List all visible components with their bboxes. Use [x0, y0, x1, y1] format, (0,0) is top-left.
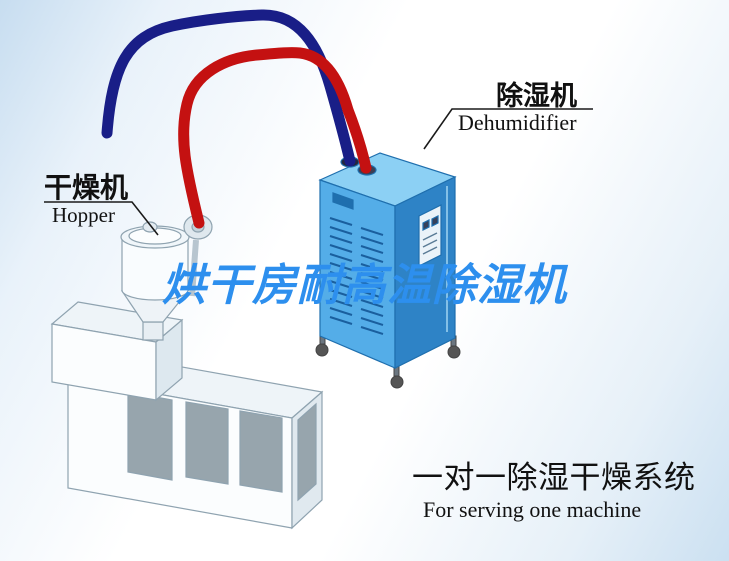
dehumidifier-label-en: Dehumidifier — [458, 110, 577, 135]
dehumidifier-machine — [315, 152, 461, 389]
dryer-label-cn: 干燥机 — [44, 172, 129, 203]
watermark-text: 烘干房耐高温除湿机 — [162, 260, 569, 311]
panel-readout — [422, 232, 438, 255]
cabinet-control-panel — [418, 204, 442, 267]
cabinet-vents — [329, 217, 384, 335]
caption-en: For serving one machine — [423, 497, 642, 522]
hopper-body — [121, 237, 189, 301]
caption-cn: 一对一除湿干燥系统 — [412, 460, 696, 495]
dryer-label-en: Hopper — [52, 203, 115, 227]
hopper — [120, 214, 213, 341]
cabinet-logo — [332, 192, 354, 210]
machine-panel — [297, 402, 317, 502]
hopper-neck-tube — [142, 321, 164, 341]
dehumidifier-pointer-line — [423, 108, 593, 150]
hopper-return-tube — [189, 239, 199, 297]
navy-return-pipe — [101, 9, 356, 167]
machine-panel — [185, 401, 229, 485]
red-supply-pipe — [178, 47, 372, 229]
caster-wheel — [390, 375, 404, 389]
dehumidifier-label-cn: 除湿机 — [496, 81, 577, 111]
caster-wheel — [315, 343, 329, 357]
machine-panel — [239, 410, 283, 493]
dryer-pointer-line — [44, 201, 159, 236]
casters — [315, 333, 461, 389]
machine-panel — [127, 391, 173, 481]
panel-button — [431, 215, 439, 227]
extruder-machine — [50, 301, 324, 530]
caster-wheel — [447, 345, 461, 359]
panel-button — [422, 219, 430, 231]
